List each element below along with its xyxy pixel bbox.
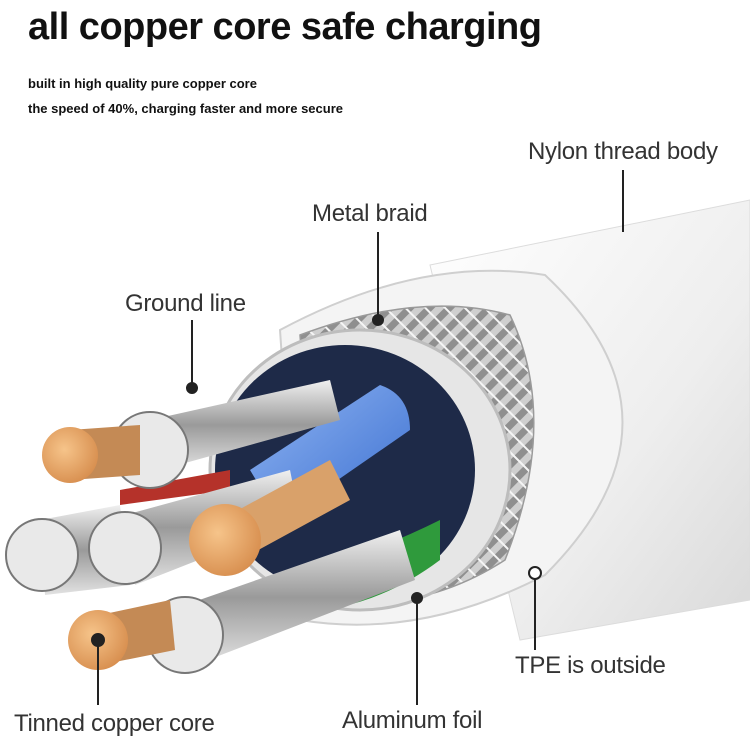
label-nylon-thread-body: Nylon thread body <box>528 138 718 165</box>
dot-tinned <box>91 633 105 647</box>
strand-bundle-mid-end <box>88 511 162 585</box>
label-tpe-outside: TPE is outside <box>515 652 666 679</box>
label-ground-line: Ground line <box>125 290 246 317</box>
subtitle-line-1: built in high quality pure copper core <box>28 76 257 91</box>
subtitle-line-2: the speed of 40%, charging faster and mo… <box>28 101 343 116</box>
center-copper-end <box>189 504 261 576</box>
dot-ground <box>186 382 198 394</box>
label-metal-braid: Metal braid <box>312 200 428 227</box>
label-aluminum-foil: Aluminum foil <box>342 707 483 734</box>
dot-braid <box>372 314 384 326</box>
dot-tpe <box>528 566 542 580</box>
label-tinned-copper-core: Tinned copper core <box>14 710 215 737</box>
red-core <box>120 470 230 505</box>
page-title: all copper core safe charging <box>28 6 542 48</box>
dot-foil <box>411 592 423 604</box>
strand-bundle-left-end <box>5 518 79 592</box>
strand-bundle-lower <box>185 530 415 665</box>
copper-wire-top-end <box>42 427 98 483</box>
ground-line-wire <box>150 380 340 470</box>
